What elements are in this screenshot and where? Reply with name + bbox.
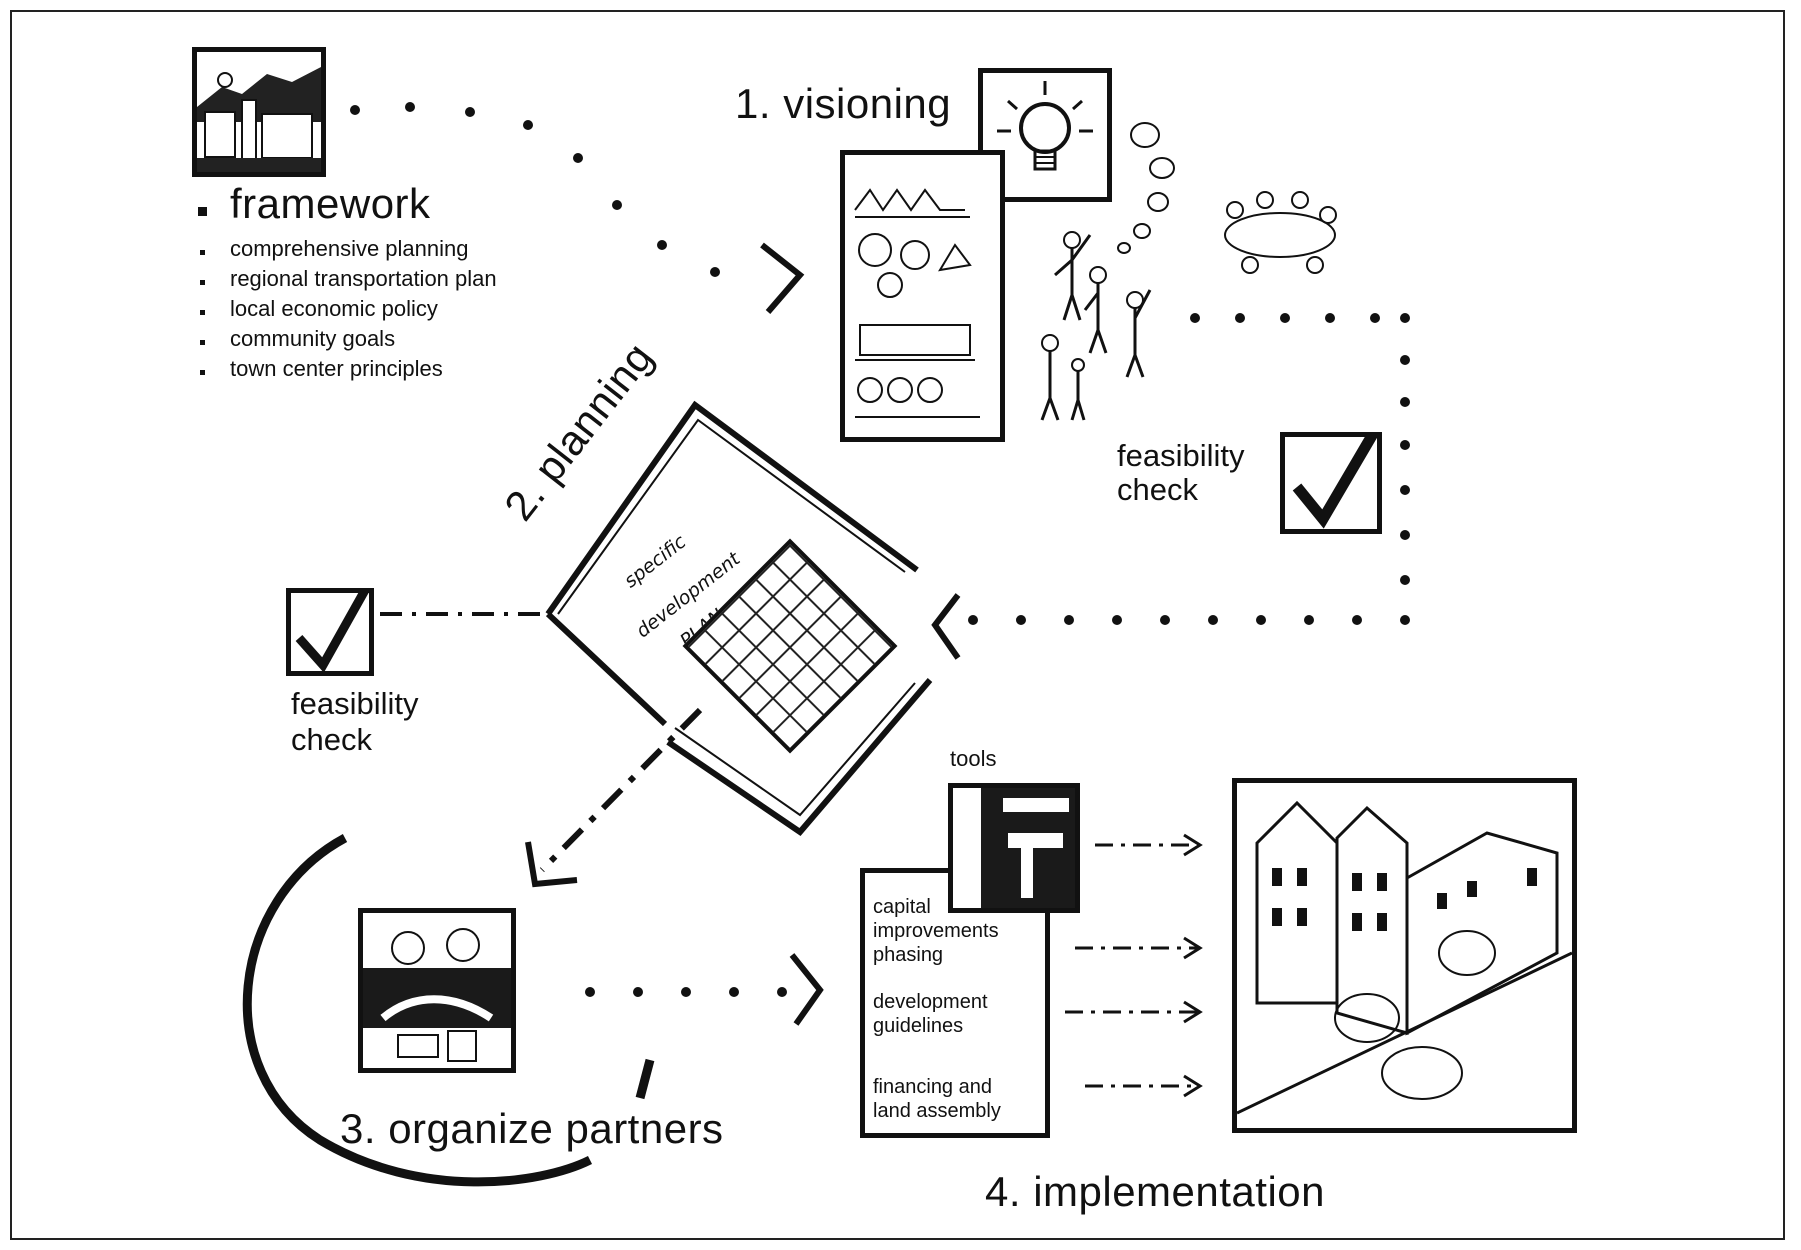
tool-item: development guidelines — [873, 991, 988, 1037]
path-dot — [1400, 355, 1410, 365]
path-dot — [1280, 313, 1290, 323]
dotted-path-visioning-to-planning — [968, 313, 1410, 625]
lightbulb-icon — [997, 81, 1093, 171]
path-dot — [777, 987, 787, 997]
path-dot — [729, 987, 739, 997]
path-dot — [1400, 397, 1410, 407]
path-dot — [523, 120, 533, 130]
path-dot — [1304, 615, 1314, 625]
path-dot — [681, 987, 691, 997]
visioning-label: 1. visioning — [735, 80, 952, 127]
framework-item: regional transportation plan — [230, 266, 497, 291]
path-dot — [1400, 485, 1410, 495]
sketch-buildings-icon — [854, 188, 980, 418]
tool-item: capital improvements phasing — [873, 896, 999, 966]
path-dot — [1208, 615, 1218, 625]
framework-item-bullet — [200, 310, 205, 315]
partners-arc — [242, 834, 593, 1187]
path-dot — [1190, 313, 1200, 323]
arrowhead-to-partners — [525, 841, 578, 888]
people-thinking-icon — [1040, 122, 1337, 421]
path-dot — [350, 105, 360, 115]
tool-item: financing and land assembly — [873, 1076, 1001, 1122]
path-dot — [1352, 615, 1362, 625]
framework-item-bullet — [200, 340, 205, 345]
framework-image — [192, 47, 326, 177]
feasibility-right-checkbox — [1280, 424, 1382, 534]
tool-arrows — [1065, 833, 1203, 1098]
path-dot — [1325, 313, 1335, 323]
path-dot — [968, 615, 978, 625]
path-dot — [633, 987, 643, 997]
framework-item: community goals — [230, 326, 396, 351]
feasibility-left-checkbox — [286, 580, 374, 676]
chevron-to-implementation — [789, 953, 824, 1026]
checkmark-icon — [1292, 424, 1382, 529]
tools-image — [948, 783, 1080, 913]
path-dot — [1160, 615, 1170, 625]
path-dot — [710, 267, 720, 277]
dotted-path-partners-to-tools — [585, 987, 787, 997]
diagram-border — [10, 10, 1785, 1240]
town-center-illustration — [1232, 778, 1577, 1133]
path-dot — [1400, 530, 1410, 540]
handshake-icon — [363, 928, 511, 1062]
organize-label: 3. organize partners — [340, 1105, 724, 1152]
framework-item: comprehensive planning — [230, 236, 469, 261]
feasibility-right-line1: feasibility — [1117, 438, 1245, 473]
planning-diamond-inner — [557, 418, 916, 817]
framework-item-bullet — [200, 250, 205, 255]
framework-item-bullet — [200, 370, 205, 375]
partners-image — [358, 908, 516, 1073]
chevron-to-planning — [931, 593, 961, 660]
path-dot — [1235, 313, 1245, 323]
path-dot — [1064, 615, 1074, 625]
path-dot — [1400, 313, 1410, 323]
town-center-icon — [1236, 800, 1573, 1115]
framework-item-bullet — [200, 280, 205, 285]
framework-title: framework — [230, 180, 431, 227]
framework-bullet — [198, 207, 207, 216]
path-dot — [1400, 615, 1410, 625]
path-dot — [1112, 615, 1122, 625]
path-dot — [1016, 615, 1026, 625]
path-dot — [585, 987, 595, 997]
dotted-path-framework-to-visioning — [350, 102, 720, 277]
visioning-sketch-panel — [840, 150, 1005, 442]
path-dot — [1400, 575, 1410, 585]
tool-arrowhead — [1183, 1074, 1203, 1098]
feasibility-right-line2: check — [1117, 472, 1198, 507]
planning-diamond-frame — [545, 400, 933, 836]
framework-item: local economic policy — [230, 296, 438, 321]
tool-arrowhead — [1183, 936, 1203, 960]
chevron-to-visioning — [760, 242, 805, 314]
feasibility-left-line2: check — [291, 722, 372, 757]
framework-item: town center principles — [230, 356, 443, 381]
checkmark-icon — [295, 580, 373, 673]
tools-label: tools — [950, 746, 997, 771]
feasibility-left-line1: feasibility — [291, 686, 419, 721]
tool-arrowhead — [1183, 1000, 1203, 1024]
implementation-label: 4. implementation — [985, 1168, 1326, 1215]
path-dot — [657, 240, 667, 250]
hammer-ruler-icon — [953, 788, 1069, 908]
path-dot — [612, 200, 622, 210]
dashdot-planning-to-partners — [539, 707, 703, 873]
path-dot — [465, 107, 475, 117]
path-dot — [573, 153, 583, 163]
path-dot — [1400, 440, 1410, 450]
path-dot — [405, 102, 415, 112]
path-dot — [1370, 313, 1380, 323]
tool-arrowhead — [1183, 833, 1203, 857]
town-skyline-icon — [197, 52, 321, 172]
partners-arc-tail — [635, 1058, 655, 1100]
path-dot — [1256, 615, 1266, 625]
